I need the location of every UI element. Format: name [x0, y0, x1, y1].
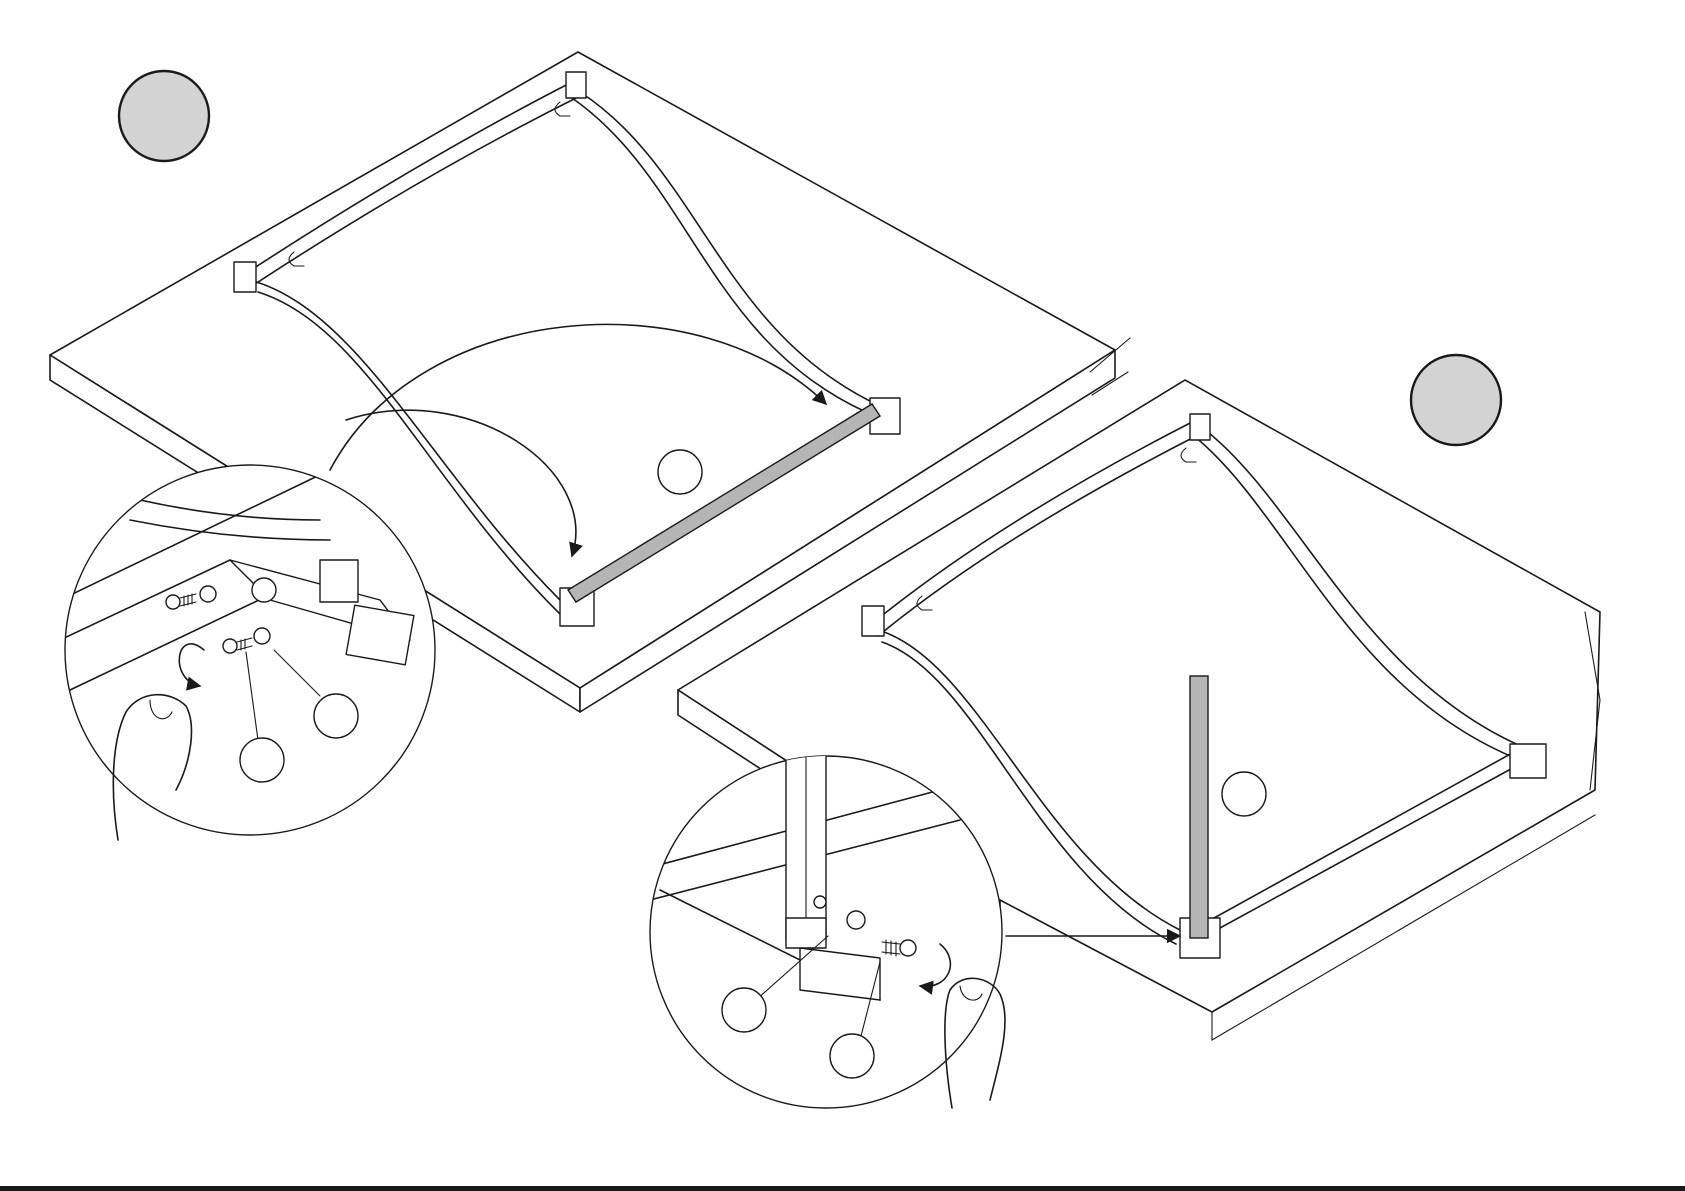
- callout-bubble: [722, 988, 766, 1032]
- callout-bubble: [830, 1034, 874, 1078]
- callout-bubble: [240, 738, 284, 782]
- bottom-rule: [0, 1186, 1685, 1191]
- step-badge: [119, 71, 209, 161]
- upright-post: [1190, 676, 1208, 938]
- foot-block: [1510, 744, 1546, 778]
- washer-icon: [254, 628, 270, 644]
- washer-icon: [200, 586, 216, 602]
- corner-plate: [566, 72, 586, 98]
- step-badge: [1411, 355, 1501, 445]
- washer-icon: [252, 578, 276, 602]
- washer-icon: [847, 911, 865, 929]
- bar-end: [346, 605, 414, 665]
- callout-bubble: [658, 450, 702, 494]
- corner-plate: [862, 606, 884, 636]
- corner-plate: [1190, 414, 1210, 440]
- left-detail-view: [60, 465, 435, 840]
- callout-bubble: [314, 694, 358, 738]
- callout-bubble: [1222, 772, 1266, 816]
- corner-plate: [234, 262, 256, 292]
- post-socket: [320, 560, 358, 602]
